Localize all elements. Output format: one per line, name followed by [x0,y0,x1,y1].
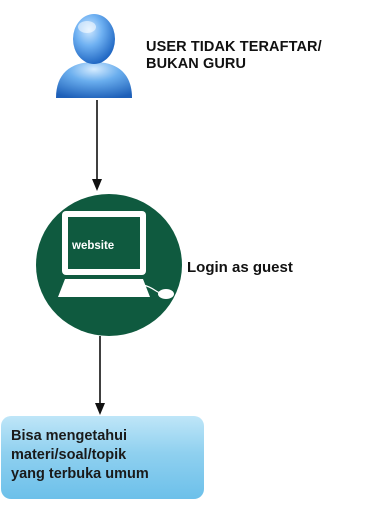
website-computer-icon: website [36,194,182,336]
arrow-down-icon [95,336,105,415]
result-line-1: Bisa mengetahui [11,428,128,444]
arrow-down-icon [92,100,102,191]
login-label: Login as guest [187,259,293,276]
user-label-line-2: BUKAN GURU [146,56,247,72]
user-icon [56,14,132,98]
user-label: USER TIDAK TERAFTAR/ BUKAN GURU [146,39,374,73]
result-box: Bisa mengetahui materi/soal/topik yang t… [1,416,204,499]
user-label-line-1: USER TIDAK TERAFTAR/ [146,39,322,55]
result-line-2: materi/soal/topik [11,447,127,463]
website-screen-label: website [71,240,114,252]
result-line-3: yang terbuka umum [11,466,149,482]
